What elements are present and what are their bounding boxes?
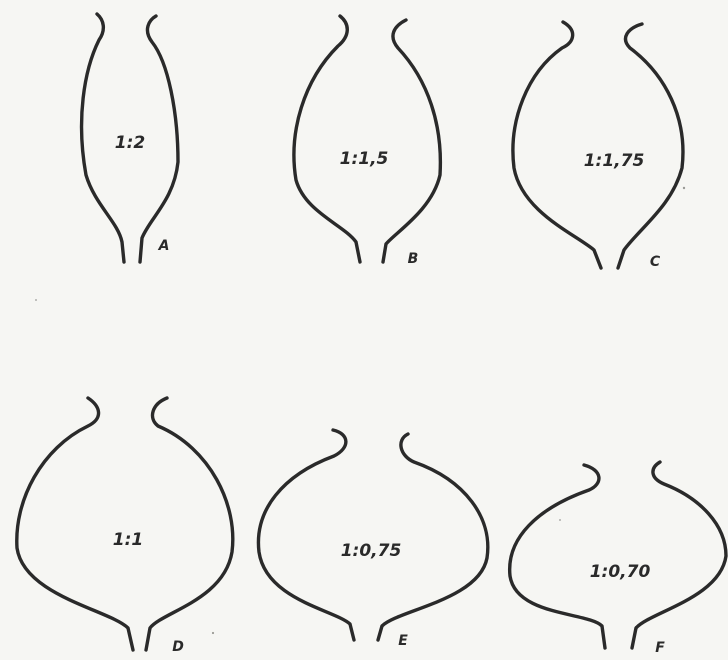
vessel-e: 1:0,75 E [258,430,487,649]
vessel-d-label: D [172,639,184,655]
vessel-b-left-wall [294,16,360,262]
vessel-d: 1:1 D [17,398,233,655]
vessel-c-ratio: 1:1,75 [584,151,645,171]
vessel-d-right-wall [146,398,233,650]
vessel-c-right-wall [618,24,683,268]
scan-noise [35,187,685,634]
vessel-b-right-wall [383,20,440,262]
vessel-f: 1:0,70 F [510,462,726,656]
vessel-a-right-wall [140,16,178,262]
vessel-e-label: E [398,633,408,649]
vessel-b-ratio: 1:1,5 [340,149,389,169]
vessel-d-ratio: 1:1 [113,530,143,550]
vessel-d-left-wall [17,398,133,650]
vessel-a: 1:2 A [82,14,178,262]
vessel-e-right-wall [378,434,488,640]
vessel-b-label: B [408,251,419,267]
vessel-e-ratio: 1:0,75 [341,541,402,561]
vessel-f-label: F [655,640,665,656]
vessel-c: 1:1,75 C [513,22,683,270]
vessel-c-left-wall [513,22,601,268]
vessel-f-right-wall [632,462,726,648]
vessel-a-ratio: 1:2 [115,133,145,153]
vessel-f-left-wall [510,465,605,648]
vessel-e-left-wall [258,430,354,640]
vessel-b: 1:1,5 B [294,16,440,267]
vessel-a-label: A [158,238,170,254]
vessel-c-label: C [650,254,661,270]
vessel-f-ratio: 1:0,70 [590,562,651,582]
